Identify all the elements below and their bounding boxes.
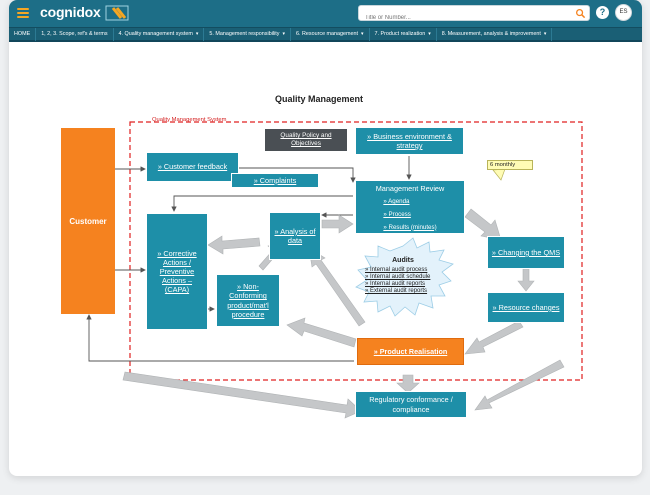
nav-item-home[interactable]: HOME bbox=[9, 27, 37, 41]
nav-item-scope[interactable]: 1, 2, 3. Scope, ref's & terms bbox=[36, 27, 114, 41]
nav-item-label: 5. Management responsibility bbox=[209, 30, 280, 37]
management-review-list: » Agenda » Process » Results (minutes) bbox=[383, 198, 436, 236]
chevron-down-icon: ▾ bbox=[361, 30, 364, 37]
audit-internal-schedule-link[interactable]: » Internal audit schedule bbox=[365, 274, 431, 280]
connector-product-customer bbox=[86, 314, 354, 362]
audit-internal-process-link[interactable]: » Internal audit process bbox=[365, 267, 428, 273]
audits-burst bbox=[355, 237, 454, 317]
chevron-down-icon: ▾ bbox=[282, 30, 285, 37]
nav-item-label: HOME bbox=[14, 30, 31, 37]
grey-arrow-analysis-capa bbox=[207, 235, 261, 255]
chevron-down-icon: ▾ bbox=[543, 30, 547, 37]
search-box[interactable] bbox=[358, 5, 590, 25]
grey-arrow-analysis-review bbox=[321, 214, 354, 234]
main-nav: HOME 1, 2, 3. Scope, ref's & terms 4. Qu… bbox=[9, 27, 642, 42]
management-review-title: Management Review bbox=[375, 184, 445, 193]
grey-arrow-product-regulatory bbox=[396, 374, 420, 394]
menu-icon[interactable] bbox=[17, 8, 29, 18]
nav-item-label: 7. Product realization bbox=[374, 30, 426, 37]
audit-internal-reports-link[interactable]: » Internal audit reports bbox=[365, 281, 426, 287]
nav-item-label: 8. Measurement, analysis & improvement bbox=[441, 30, 541, 37]
six-monthly-note: 6 monthly bbox=[487, 160, 533, 170]
help-icon[interactable]: ? bbox=[596, 6, 609, 19]
quality-diagram: Quality Management bbox=[9, 42, 642, 476]
complaints-link[interactable]: » Complaints bbox=[231, 173, 319, 188]
chevron-down-icon: ▾ bbox=[195, 30, 199, 37]
quality-policy-link[interactable]: Quality Policy and Objectives bbox=[264, 128, 348, 152]
grey-arrow-changing-resource bbox=[517, 268, 535, 292]
nav-item-label: 6. Resource management bbox=[296, 30, 359, 37]
grey-arrow-product-nonconforming bbox=[286, 317, 357, 348]
analysis-of-data-link[interactable]: » Analysis of data bbox=[269, 212, 321, 260]
top-bar: cognidox ? ES bbox=[9, 0, 642, 27]
qms-boundary bbox=[129, 121, 583, 381]
chevron-down-icon: ▾ bbox=[428, 30, 431, 37]
qms-label: Quality Management System bbox=[152, 117, 227, 123]
search-input[interactable] bbox=[365, 11, 565, 25]
logo-mark-icon bbox=[105, 5, 129, 21]
avatar[interactable]: ES bbox=[615, 4, 632, 21]
resource-changes-link[interactable]: » Resource changes bbox=[487, 292, 565, 323]
nav-item-label: 4. Quality management system bbox=[118, 30, 193, 37]
changing-qms-link[interactable]: » Changing the QMS bbox=[487, 236, 565, 269]
audit-external-reports-link[interactable]: » External audit reports bbox=[365, 288, 428, 294]
management-review-process[interactable]: » Process bbox=[383, 210, 411, 218]
nav-item-qms[interactable]: 4. Quality management system▾ bbox=[114, 27, 205, 41]
app-window: cognidox ? ES HOME 1, 2, 3. Scope, ref's… bbox=[9, 0, 642, 476]
nav-item-measurement[interactable]: 8. Measurement, analysis & improvement▾ bbox=[437, 27, 553, 41]
audits-title: Audits bbox=[392, 257, 414, 264]
grey-arrow-resource-product bbox=[464, 320, 524, 355]
customer-feedback-link[interactable]: » Customer feedback bbox=[146, 152, 239, 182]
nav-item-product[interactable]: 7. Product realization▾ bbox=[370, 27, 437, 41]
audits-cloud: Audits » Internal audit process » Intern… bbox=[365, 257, 441, 295]
nav-item-label: 1, 2, 3. Scope, ref's & terms bbox=[41, 30, 108, 37]
nav-item-resource[interactable]: 6. Resource management▾ bbox=[291, 27, 370, 41]
business-environment-link[interactable]: » Business environment & strategy bbox=[355, 127, 464, 155]
customer-box: Customer bbox=[61, 128, 115, 314]
product-realisation-link[interactable]: » Product Realisation bbox=[357, 338, 464, 365]
logo[interactable]: cognidox bbox=[40, 4, 101, 20]
connector-feedback-review bbox=[238, 167, 356, 183]
diagram-connectors bbox=[86, 121, 583, 419]
diagram-title: Quality Management bbox=[275, 94, 364, 104]
connector-review-capa bbox=[171, 195, 353, 212]
capa-link[interactable]: » Corrective Actions / Preventive Action… bbox=[146, 213, 208, 330]
grey-arrow-right-regulatory bbox=[474, 359, 565, 411]
nav-item-management[interactable]: 5. Management responsibility▾ bbox=[204, 27, 291, 41]
regulatory-compliance-box[interactable]: Regulatory conformance / compliance bbox=[355, 391, 467, 418]
management-review-agenda[interactable]: » Agenda bbox=[383, 198, 410, 206]
search-icon[interactable] bbox=[575, 8, 586, 19]
note-tail bbox=[492, 168, 506, 181]
management-review-results[interactable]: » Results (minutes) bbox=[383, 223, 437, 231]
management-review-box[interactable]: Management Review » Agenda » Process » R… bbox=[355, 180, 465, 234]
non-conforming-link[interactable]: » Non-Conforming product/mat'l procedure bbox=[216, 274, 280, 327]
grey-arrow-customer-regulatory bbox=[122, 371, 362, 419]
